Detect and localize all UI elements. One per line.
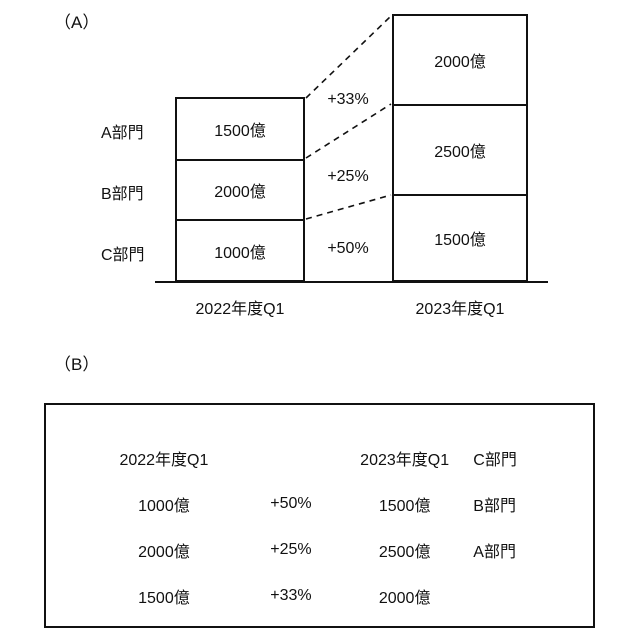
- chart-baseline-axis: [155, 281, 548, 283]
- bar-2022-segment-a: 1500億: [214, 123, 266, 140]
- cell-period-2022: 2022年度Q1: [119, 452, 209, 469]
- cell-department-empty: [467, 573, 558, 619]
- cell-growth-header: [240, 435, 342, 481]
- table-row: 2000億 +25% 2500億 A部門: [88, 527, 558, 573]
- cell-2022-value-2: 2000億: [138, 544, 190, 561]
- growth-label-a: +33%: [327, 91, 369, 108]
- cell-2023-value-3: 2000億: [378, 590, 431, 607]
- bar-2022-segment-c: 1000億: [177, 219, 303, 280]
- section-label-b: （B）: [54, 355, 100, 374]
- data-table: 2022年度Q1 2023年度Q1 C部門 1000億 +50% 1500億 B…: [88, 435, 558, 619]
- axis-label-2023: 2023年度Q1: [415, 301, 505, 318]
- bar-2023-segment-b: 2500億: [394, 104, 526, 194]
- connector-bc: [305, 194, 392, 220]
- category-label-b-bumon: B部門: [101, 186, 144, 203]
- cell-department-c: C部門: [473, 452, 517, 469]
- data-table-panel: 2022年度Q1 2023年度Q1 C部門 1000億 +50% 1500億 B…: [44, 403, 595, 628]
- bar-2022-segment-b: 2000億: [177, 159, 303, 219]
- cell-2022-value-3: 1500億: [138, 590, 190, 607]
- cell-department-b: B部門: [473, 498, 516, 515]
- axis-label-2022: 2022年度Q1: [195, 301, 285, 318]
- category-label-c-bumon: C部門: [101, 247, 145, 264]
- cell-2022-value-1: 1000億: [138, 498, 190, 515]
- growth-label-c: +50%: [327, 240, 369, 257]
- cell-2023-value-1: 1500億: [378, 498, 431, 515]
- bar-2022: 1500億 2000億 1000億: [175, 97, 305, 282]
- category-label-a-bumon: A部門: [101, 125, 144, 142]
- stacked-bar-chart: A部門 B部門 C部門 1500億 2000億 1000億 2000億 2500…: [101, 14, 548, 318]
- bar-2023: 2000億 2500億 1500億: [392, 14, 528, 282]
- bar-2023-segment-a: 2000億: [434, 54, 486, 71]
- cell-growth-1: +50%: [270, 495, 312, 512]
- connector-ab: [305, 103, 392, 159]
- cell-period-2023: 2023年度Q1: [360, 452, 450, 469]
- cell-department-a: A部門: [473, 544, 516, 561]
- connector-top: [305, 15, 392, 99]
- section-label-a: （A）: [54, 13, 100, 32]
- table-row: 2022年度Q1 2023年度Q1 C部門: [88, 435, 558, 481]
- bar-2023-segment-c: 1500億: [394, 194, 526, 280]
- cell-growth-3: +33%: [270, 587, 312, 604]
- cell-2023-value-2: 2500億: [378, 544, 431, 561]
- table-row: 1500億 +33% 2000億: [88, 573, 558, 619]
- growth-label-b: +25%: [327, 168, 369, 185]
- cell-growth-2: +25%: [270, 541, 312, 558]
- table-row: 1000億 +50% 1500億 B部門: [88, 481, 558, 527]
